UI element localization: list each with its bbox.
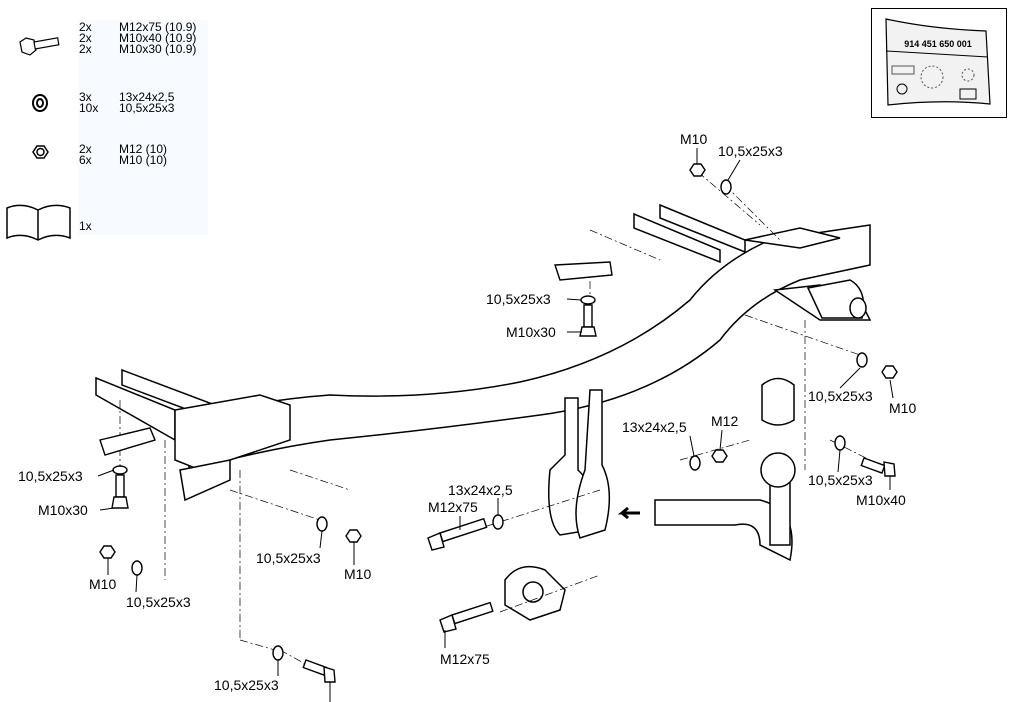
callout: M12x75 xyxy=(428,499,478,515)
hardware-kit-box: 914 451 650 001 xyxy=(871,8,1007,118)
tow-ball-neck xyxy=(654,377,796,562)
bolt-icon xyxy=(19,37,60,56)
spec: M10x40 (10.9) xyxy=(119,31,197,45)
bolt-icon xyxy=(302,659,336,683)
bracket-plate xyxy=(99,427,156,456)
callout: M10 xyxy=(680,131,707,147)
callout: M10x30 xyxy=(38,502,88,518)
callout: M10 xyxy=(889,400,916,416)
callout-leaders xyxy=(97,148,894,702)
nut-icon xyxy=(881,365,898,379)
washer-icon xyxy=(856,352,868,368)
spec: M12x75 (10.9) xyxy=(119,20,197,34)
qty: 2x xyxy=(79,42,92,56)
qty: 2x xyxy=(79,20,92,34)
bolt-icon xyxy=(579,304,597,337)
washer-icon xyxy=(272,645,284,661)
callout: M10 xyxy=(89,576,116,592)
callout: 10,5x25x3 xyxy=(808,472,873,488)
callout: 10,5x25x3 xyxy=(718,143,783,159)
hardware xyxy=(99,163,898,683)
callout: 10,5x25x3 xyxy=(486,291,551,307)
bolt-icon xyxy=(111,474,129,509)
insert-arrow-icon xyxy=(617,506,640,520)
callout: 10,5x25x3 xyxy=(126,594,191,610)
spec: 13x24x2,5 xyxy=(119,90,175,104)
callout: 10,5x25x3 xyxy=(214,677,279,693)
kit-part-number: 914 451 650 001 xyxy=(904,39,972,49)
bolt-icon xyxy=(427,517,488,551)
parts-list-panel xyxy=(78,20,208,235)
washer-icon xyxy=(32,94,48,112)
kit-bag-drawing: 914 451 650 001 xyxy=(885,18,991,106)
washer-icon xyxy=(834,435,846,451)
qty: 10x xyxy=(79,101,99,115)
crossbar-frame xyxy=(95,203,871,502)
callout: 13x24x2,5 xyxy=(622,419,687,435)
callout: 10,5x25x3 xyxy=(808,388,873,404)
washer-icon xyxy=(131,560,143,576)
nut-icon xyxy=(345,529,362,543)
center-bracket xyxy=(548,389,611,539)
callout: 10,5x25x3 xyxy=(256,550,321,566)
spec: M10 (10) xyxy=(119,153,168,167)
callout: M10x40 xyxy=(856,492,906,508)
washer-list: 3x 13x24x2,5 10x 10,5x25x3 xyxy=(79,90,175,115)
qty: 3x xyxy=(79,90,92,104)
book-icon xyxy=(6,204,71,241)
nut-list: 2x M12 (10) 6x M10 (10) xyxy=(79,142,168,167)
callout: M10 xyxy=(344,566,371,582)
washer-icon xyxy=(720,179,732,195)
nut-icon xyxy=(99,545,116,559)
spec: M10x30 (10.9) xyxy=(119,42,197,56)
washer-icon xyxy=(689,455,701,471)
bolt-icon xyxy=(860,457,896,477)
spec: 10,5x25x3 xyxy=(119,101,175,115)
qty: 6x xyxy=(79,153,92,167)
callout: M12 xyxy=(711,413,738,429)
callout: 13x24x2,5 xyxy=(448,482,513,498)
bolt-icon xyxy=(439,601,494,633)
nut-icon xyxy=(32,145,49,159)
callout: M10x30 xyxy=(506,324,556,340)
qty: 2x xyxy=(79,142,92,156)
callout: M12x75 xyxy=(440,651,490,667)
washer-icon xyxy=(316,516,328,532)
callout: 10,5x25x3 xyxy=(18,468,83,484)
mounting-plate xyxy=(504,565,566,621)
qty: 2x xyxy=(79,31,92,45)
manual-qty: 1x xyxy=(79,219,92,233)
bracket-plate xyxy=(554,261,613,281)
spec: M12 (10) xyxy=(119,142,168,156)
right-bracket xyxy=(772,279,872,321)
washer-icon xyxy=(580,295,596,305)
nut-icon xyxy=(689,163,706,177)
washer-icon xyxy=(112,465,128,475)
washer-icon xyxy=(492,514,504,530)
alignment-lines xyxy=(119,171,881,673)
nut-icon xyxy=(711,449,728,463)
